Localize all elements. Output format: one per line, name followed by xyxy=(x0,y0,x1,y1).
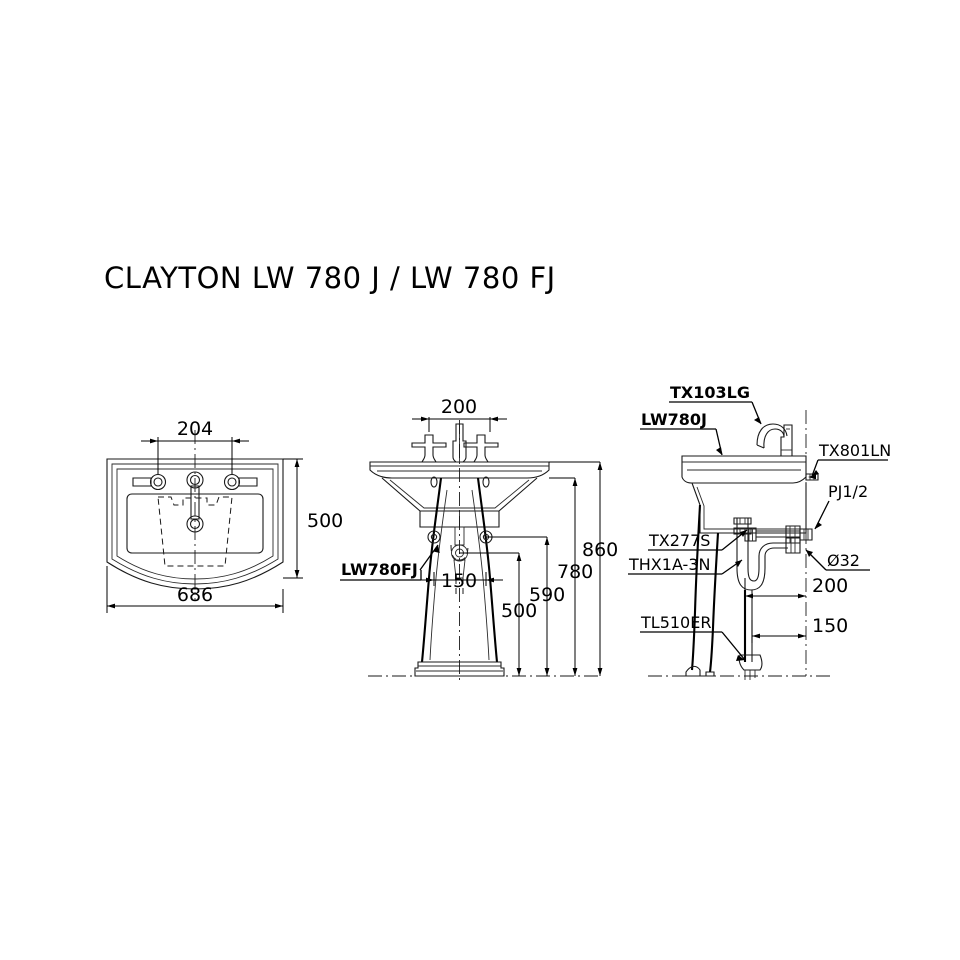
basin-bowl-hidden-outline xyxy=(157,496,233,567)
part-label-text-tl510er: TL510ER xyxy=(640,613,711,632)
dimension-label-200-drain: 200 xyxy=(812,575,848,597)
drain-downpipe xyxy=(743,590,753,662)
dimension-200-taps: 200 xyxy=(412,396,507,432)
tap-handle-right-front xyxy=(463,434,499,463)
faucet-tx103lg xyxy=(756,423,793,457)
dimension-150-waste: 150 xyxy=(751,615,848,643)
dimension-label-500-depth: 500 xyxy=(307,510,343,532)
basin-side-profile xyxy=(681,455,807,534)
dimension-label-150-pedestal: 150 xyxy=(441,570,477,592)
tap-hole-right xyxy=(223,473,258,491)
part-label-tx801ln: TX801LN xyxy=(811,441,891,477)
p-trap-assembly xyxy=(736,537,801,591)
part-label-text-thx1a3n: THX1A-3N xyxy=(628,555,710,574)
part-label-lw780j: LW780J xyxy=(640,410,723,456)
part-label-text-tx801ln: TX801LN xyxy=(818,441,891,460)
page-title: CLAYTON LW 780 J / LW 780 FJ xyxy=(104,261,556,295)
dimension-200-drain: 200 xyxy=(744,575,848,601)
part-label-tx103lg: TX103LG xyxy=(669,383,762,425)
pedestal-internal-plumbing xyxy=(427,511,493,596)
pedestal-side-profile xyxy=(685,504,720,677)
part-label-text-diameter32: Ø32 xyxy=(827,551,860,570)
dimension-label-590: 590 xyxy=(529,584,565,606)
part-label-pj12: PJ1/2 xyxy=(814,482,868,530)
basin-bowl-outline xyxy=(126,493,264,554)
part-label-text-tx277s: TX277S xyxy=(648,531,710,550)
dimension-label-780: 780 xyxy=(557,561,593,583)
overflow-hole-left xyxy=(430,476,438,488)
tailpiece-tx277s xyxy=(733,517,752,568)
part-label-thx1a3n: THX1A-3N xyxy=(628,555,743,575)
dimension-686-width: 686 xyxy=(106,566,284,613)
dimension-label-204: 204 xyxy=(177,418,213,440)
part-label-tx277s: TX277S xyxy=(648,529,748,551)
part-label-diameter32: Ø32 xyxy=(805,549,870,571)
part-label-text-lw780fj: LW780FJ xyxy=(341,560,418,579)
tap-handle-left-front xyxy=(411,434,447,463)
part-label-text-pj12: PJ1/2 xyxy=(828,482,868,501)
tap-hole-left xyxy=(132,473,167,491)
dimension-label-686: 686 xyxy=(177,584,213,606)
dimension-150-pedestal: 150 xyxy=(418,570,503,592)
top-view-basin: 204 500 686 xyxy=(106,418,343,613)
dimension-label-860: 860 xyxy=(582,539,618,561)
dimension-590-supply: 590 xyxy=(486,536,565,676)
part-label-text-tx103lg: TX103LG xyxy=(670,383,750,402)
part-label-text-lw780j: LW780J xyxy=(641,410,707,429)
dimension-860-rim: 860 xyxy=(549,461,618,676)
front-elevation-pedestal: 200 150 500 xyxy=(340,396,618,684)
overflow-hole-right xyxy=(482,476,490,488)
side-elevation-plumbing: 200 150 TX103LG LW78 xyxy=(628,383,891,680)
supply-and-valves xyxy=(744,525,813,544)
dimension-500-trap: 500 xyxy=(459,552,537,676)
dimension-780-underside: 780 xyxy=(549,477,593,676)
dimension-label-150-waste: 150 xyxy=(812,615,848,637)
dimension-500-depth: 500 xyxy=(283,458,343,579)
dimension-label-200-taps: 200 xyxy=(441,396,477,418)
part-label-lw780fj: LW780FJ xyxy=(340,544,440,581)
dimension-label-500-trap: 500 xyxy=(501,600,537,622)
part-label-tl510er: TL510ER xyxy=(640,613,746,661)
